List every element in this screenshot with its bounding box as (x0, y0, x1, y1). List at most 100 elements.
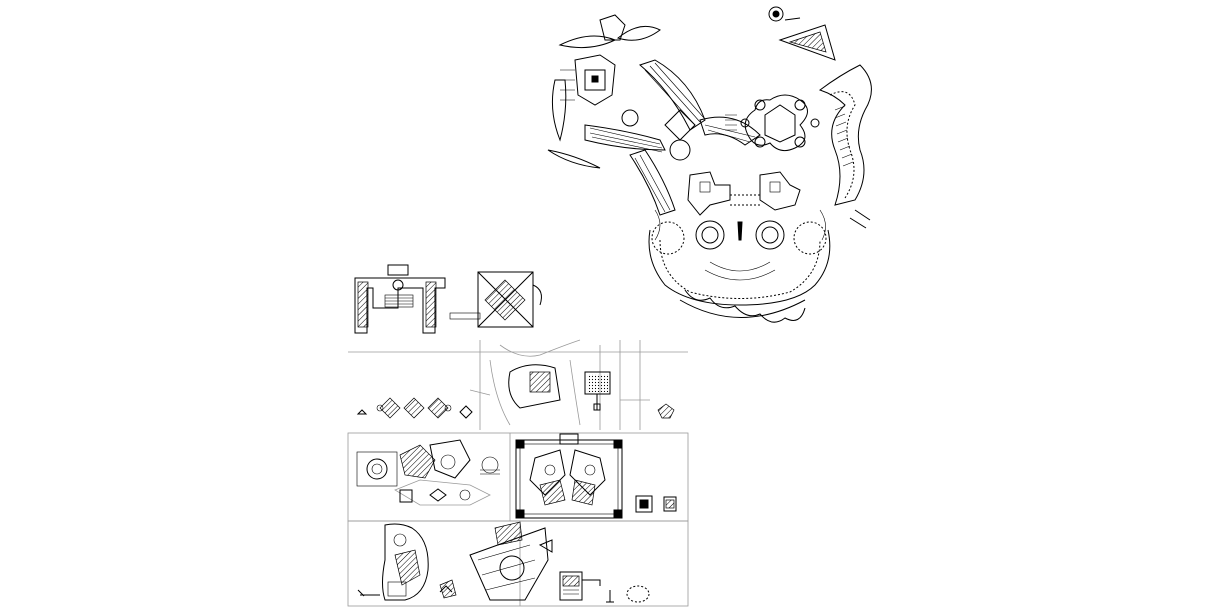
plan-block (759, 171, 801, 211)
hub-circle (621, 109, 639, 127)
small-plan-hatch (665, 499, 675, 509)
north-point-dot (772, 10, 780, 18)
corner-tower (613, 439, 623, 449)
wing-hatching (644, 62, 705, 126)
site-context-lines (479, 339, 641, 430)
wing-shape (629, 149, 676, 216)
wing-hatching (589, 127, 663, 153)
plan-room (764, 104, 796, 143)
triangular-plan-hatch (494, 521, 523, 546)
wing-shape (547, 149, 601, 169)
plan-lines (477, 544, 536, 591)
ribbon-dotted-path (829, 91, 856, 199)
wing-shape (584, 124, 666, 151)
plan-wall-hatch (357, 281, 369, 328)
middle-plans-panel (347, 432, 689, 522)
quatrefoil-plan (379, 397, 401, 419)
plan-wall-hatch (425, 281, 437, 328)
dotted-circle (793, 221, 827, 255)
site-road-lines (469, 359, 650, 426)
wing-shape (551, 79, 567, 142)
axis-marker (737, 221, 743, 241)
stair-lines (385, 297, 413, 305)
bottom-plans-panel (347, 520, 689, 607)
stair-hatch (539, 479, 566, 506)
wing-shape (558, 35, 617, 49)
wing-hatching (634, 154, 671, 213)
round-room-inner (371, 463, 383, 475)
small-plans-row (354, 264, 542, 334)
small-block-hatch (562, 575, 580, 587)
plan-core (591, 75, 599, 83)
diamond-court (664, 109, 696, 141)
plan-block (387, 264, 409, 276)
small-square-core (639, 499, 649, 509)
column-circle (794, 136, 806, 148)
quatrefoil-lobe (444, 404, 452, 412)
small-symbols (357, 585, 453, 597)
dotted-circle (651, 221, 685, 255)
wing-outline (394, 479, 491, 506)
quatrefoil-plan (403, 397, 425, 419)
tower-circle (755, 220, 785, 250)
round-room (459, 489, 471, 501)
base-outline (648, 229, 831, 306)
quatrefoil-plan (427, 397, 449, 419)
base-outer-arc (679, 299, 806, 318)
plan-lines (560, 69, 575, 101)
complex-plan-hatch (399, 444, 436, 479)
wing-shape (616, 25, 661, 41)
stair-lines (563, 589, 579, 595)
triangle-plan-hatch (788, 31, 827, 53)
square-plan (477, 271, 534, 328)
corridor-dashed (730, 194, 760, 206)
plan-block (574, 54, 616, 106)
wing-hatching (704, 124, 756, 143)
stair-hatch (571, 479, 596, 506)
column-circle (392, 279, 404, 291)
triangular-plan (469, 527, 549, 601)
wing-shape (638, 59, 706, 131)
small-plan (657, 403, 675, 419)
plan-room (399, 489, 413, 503)
small-block-plan (559, 571, 583, 601)
column-circle (810, 118, 820, 128)
diamond-hatch (484, 279, 526, 321)
ribbon-ticks (834, 105, 854, 167)
ribbon-plan (818, 64, 872, 206)
plan-lines (480, 469, 500, 475)
complex-plan (429, 439, 471, 479)
site-marker (593, 403, 601, 411)
round-room (544, 464, 556, 476)
tower-inner-circle (701, 226, 719, 244)
column-circle (754, 136, 766, 148)
small-square-plan (635, 495, 653, 513)
dotted-oval (626, 585, 650, 603)
round-room (366, 458, 388, 480)
small-wedge (538, 539, 553, 553)
diamond-room (429, 488, 447, 502)
small-symbol (459, 405, 473, 419)
plan-block (687, 171, 731, 216)
corner-tower (515, 509, 525, 519)
amphitheatre-steps (704, 261, 776, 281)
site-building (508, 364, 561, 409)
north-point-line (784, 17, 801, 21)
scalloped-edge (684, 289, 806, 323)
courtyard-inner (519, 443, 619, 515)
site-context-strip (348, 339, 688, 430)
gate-house (559, 433, 579, 445)
round-room (481, 456, 499, 474)
small-symbol (356, 409, 368, 415)
plan-lines (725, 114, 737, 131)
column-circle (740, 118, 750, 128)
north-point-circle (768, 6, 784, 22)
tower-circle (695, 220, 725, 250)
small-plan-hatch (439, 579, 457, 599)
ornate-plan (744, 94, 808, 152)
column-circle (794, 99, 806, 111)
hub-circle (669, 139, 691, 161)
main-site-plan (547, 6, 872, 323)
